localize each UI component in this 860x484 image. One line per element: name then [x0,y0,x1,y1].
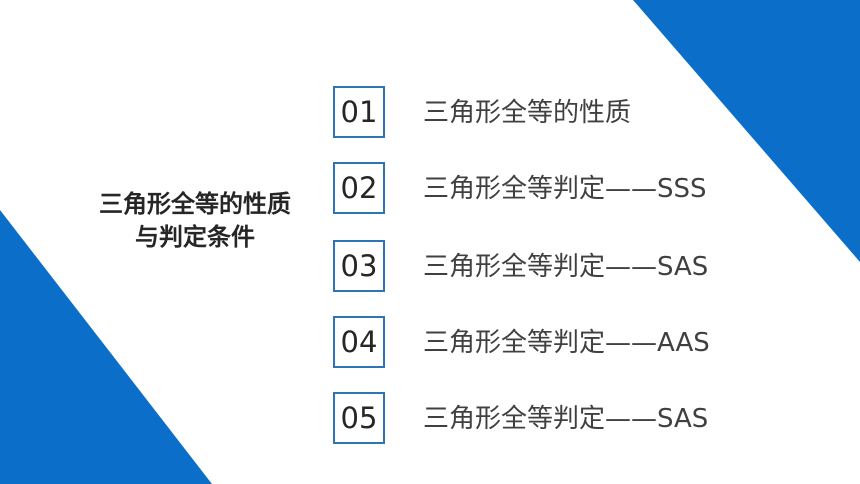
toc-item-2[interactable]: 02 三角形全等判定——SSS [0,162,860,218]
toc-item-label: 三角形全等判定——SSS [423,174,707,204]
section-title-line-1: 三角形全等的性质 [99,190,291,218]
toc-number-box: 02 [333,162,385,214]
toc-item-3[interactable]: 03 三角形全等判定——SAS [0,240,860,296]
toc-item-label: 三角形全等判定——SAS [423,252,709,282]
section-title: 三角形全等的性质 与判定条件 [60,188,330,254]
toc-number-box: 01 [333,86,385,138]
toc-number-box: 03 [333,240,385,292]
bottom-left-triangle [0,210,212,484]
toc-item-1[interactable]: 01 三角形全等的性质 [0,86,860,142]
toc-number-box: 05 [333,392,385,444]
toc-item-label: 三角形全等的性质 [423,98,632,128]
toc-item-5[interactable]: 05 三角形全等判定——SAS [0,392,860,448]
toc-item-label: 三角形全等判定——SAS [423,404,709,434]
top-right-triangle [633,0,860,262]
section-title-line-2: 与判定条件 [135,223,255,251]
toc-number-box: 04 [333,316,385,368]
toc-item-4[interactable]: 04 三角形全等判定——AAS [0,316,860,372]
toc-item-label: 三角形全等判定——AAS [423,328,710,358]
